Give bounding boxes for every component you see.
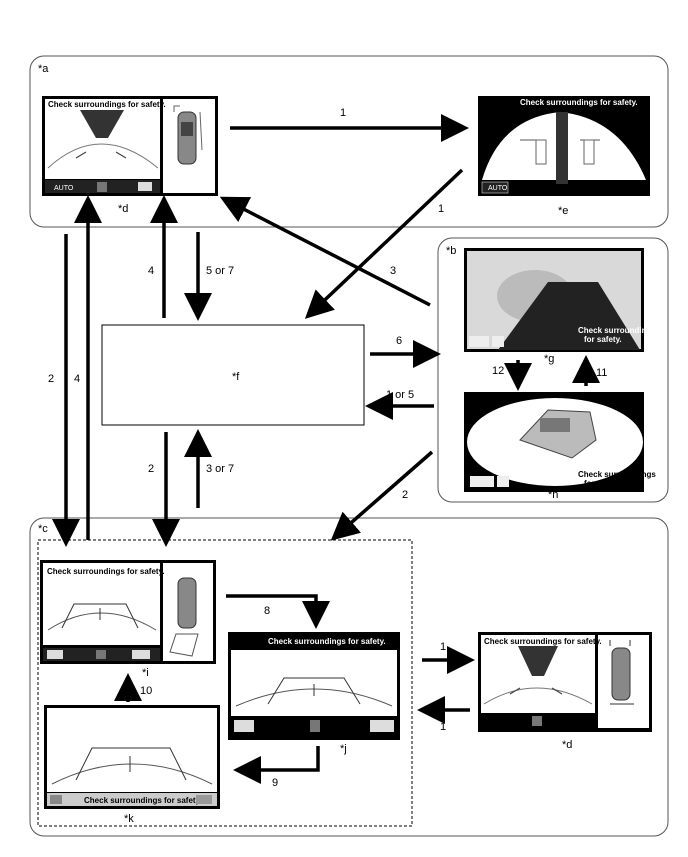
arrow-label-1-right-bottom: 1 <box>440 721 446 733</box>
screen-j-caption: Check surroundings for safety. <box>268 637 386 646</box>
arrow-label-3or7: 3 or 7 <box>206 463 234 475</box>
group-c-dashed-frame <box>37 539 413 827</box>
screen-i-caption: Check surroundings for safety. <box>47 567 165 576</box>
screen-k-caption: Check surroundings for safety. <box>84 796 202 805</box>
screen-h-caption-l2: for safety. <box>584 479 622 488</box>
screen-g-label: *g <box>544 353 554 365</box>
arrow-b-to-c <box>330 450 434 541</box>
screen-g: Check surroundings for safety. <box>464 248 656 352</box>
screen-e-caption: Check surroundings for safety. <box>520 98 638 107</box>
screen-d-top-label: *d <box>118 203 128 215</box>
screen-f <box>101 324 365 426</box>
screen-h: Check surroundings for safety. <box>464 392 656 492</box>
group-a-label: *a <box>38 63 49 75</box>
arrow-b-to-d <box>219 196 431 307</box>
arrow-label-1or5: 1 or 5 <box>386 389 414 401</box>
screen-d-bottom-caption: Check surroundings for safety. <box>484 637 602 646</box>
screen-d-top-caption: Check surroundings for safety. <box>48 100 166 109</box>
arrow-label-6: 6 <box>396 335 402 347</box>
screen-e: Check surroundings for safety. AUTO <box>478 96 650 196</box>
screen-i: Check surroundings for safety. <box>40 560 216 664</box>
screen-j: Check surroundings for safety. <box>228 632 400 740</box>
arrow-label-2-mid: 2 <box>148 463 154 475</box>
screen-d-top-auto: AUTO <box>54 185 74 192</box>
arrow-label-8: 8 <box>264 605 270 617</box>
arrow-label-1-right-top: 1 <box>440 641 446 653</box>
arrow-j-to-k <box>233 746 320 784</box>
arrows <box>52 114 600 784</box>
arrow-label-12: 12 <box>492 365 504 377</box>
screen-e-label: *e <box>558 205 568 217</box>
arrow-i-to-j <box>226 594 330 629</box>
arrow-label-1-top: 1 <box>340 107 346 119</box>
screen-g-caption-l1: Check surroundings <box>578 326 656 335</box>
screen-h-label: *h <box>548 489 558 501</box>
arrow-label-10: 10 <box>140 685 152 697</box>
arrow-label-2-right: 2 <box>402 489 408 501</box>
screen-i-label: *i <box>142 667 149 679</box>
group-b-label: *b <box>446 245 456 257</box>
arrow-label-2-left: 2 <box>48 373 54 385</box>
arrow-label-4: 4 <box>148 265 154 277</box>
screen-d-top: Check surroundings for safety. AUTO <box>42 96 218 196</box>
screen-f-label: *f <box>232 371 240 383</box>
screen-h-caption-l1: Check surroundings <box>578 470 656 479</box>
arrow-label-9: 9 <box>272 777 278 789</box>
screen-e-auto: AUTO <box>488 185 508 192</box>
arrow-e-to-f <box>304 168 464 319</box>
screen-k: Check surroundings for safety. <box>44 705 220 809</box>
arrow-label-5or7: 5 or 7 <box>206 265 234 277</box>
screen-g-caption-l2: for safety. <box>584 335 622 344</box>
arrow-label-11: 11 <box>596 367 607 379</box>
screen-k-label: *k <box>124 813 134 825</box>
arrow-label-1-diag: 1 <box>438 203 444 215</box>
screen-d-bottom-label: *d <box>562 739 572 751</box>
arrow-label-4-left: 4 <box>74 373 80 385</box>
group-c-label: *c <box>38 523 48 535</box>
arrow-label-3: 3 <box>390 265 396 277</box>
screen-d-bottom: Check surroundings for safety. <box>478 632 652 732</box>
screen-j-label: *j <box>340 743 347 755</box>
